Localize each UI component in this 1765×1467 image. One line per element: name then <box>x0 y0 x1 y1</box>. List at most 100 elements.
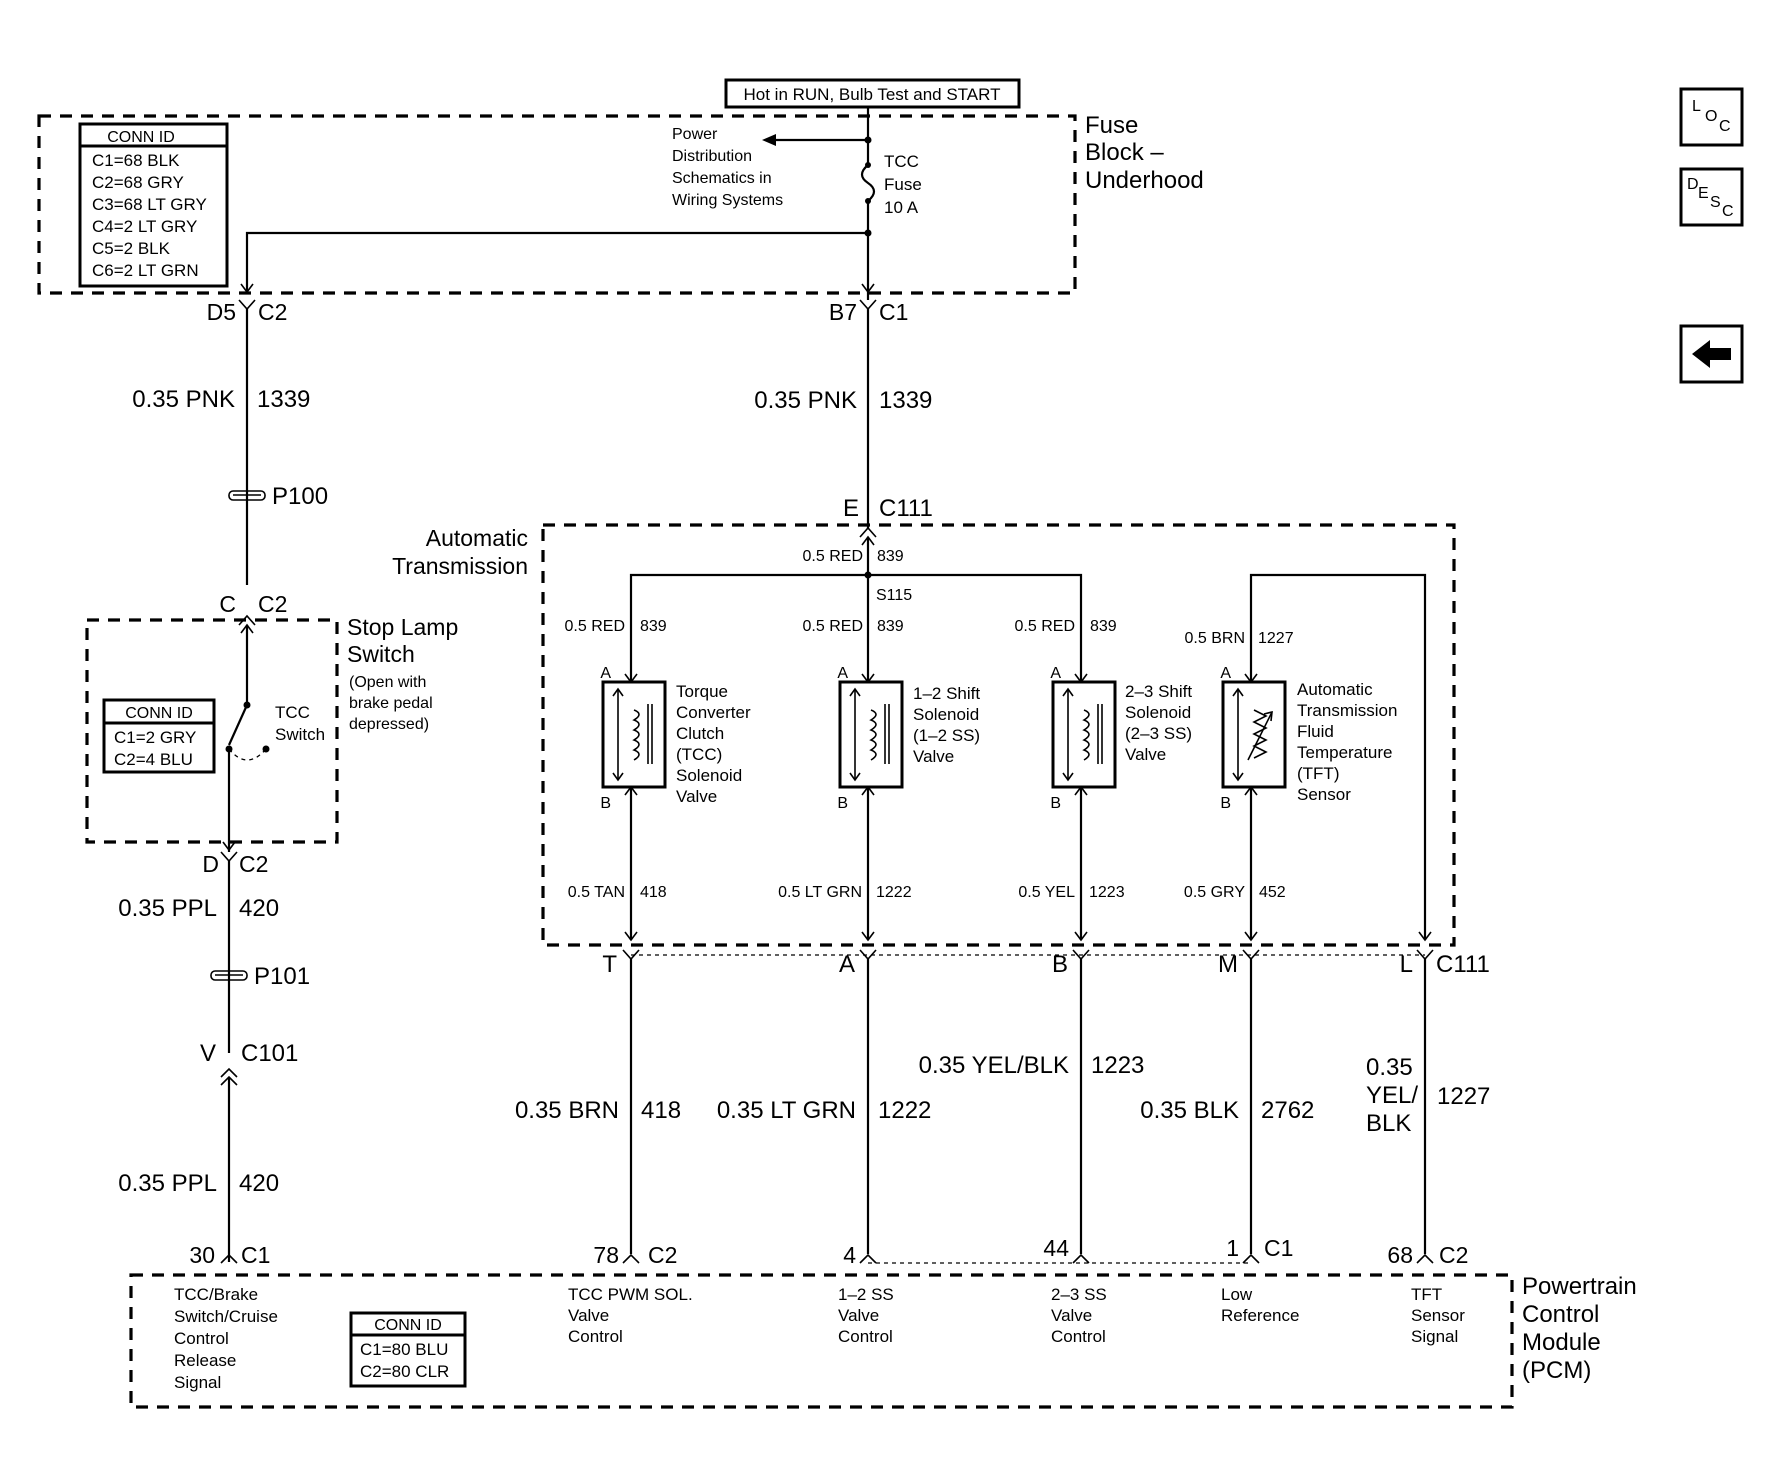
power-ref-line: Distribution <box>672 148 752 165</box>
conn-id-row: C2=4 BLU <box>114 750 193 769</box>
component-label: Automatic <box>1297 680 1373 699</box>
wire-circuit-label: 2762 <box>1261 1097 1314 1124</box>
fuse-label: Fuse <box>884 175 922 194</box>
wire-size-label: 0.35 PNK <box>132 386 235 413</box>
fuse-block-title-2: Block – <box>1085 139 1164 166</box>
connector-label: C2 <box>258 299 287 325</box>
wire-size-label: 0.5 BRN <box>1185 630 1245 647</box>
wire-size-label: 0.5 RED <box>803 548 863 565</box>
wire-circuit-label: 839 <box>877 618 904 635</box>
pcm-function-label: 1–2 SS <box>838 1285 894 1304</box>
pcm-function-label: TCC/Brake <box>174 1285 258 1304</box>
loc-button[interactable]: L O C <box>1679 87 1744 147</box>
desc-button[interactable]: D E S C <box>1679 167 1744 227</box>
wire-size-label: 0.35 YEL/BLK <box>919 1052 1069 1079</box>
conn-id-row: C1=80 BLU <box>360 1340 448 1359</box>
shift-solenoid-2-3 <box>1051 673 1117 796</box>
connector-e-c111-icon <box>859 526 877 538</box>
fuse-block-conn-id: CONN ID C1=68 BLK C2=68 GRY C3=68 LT GRY… <box>78 122 229 288</box>
wire-size-label: 0.5 LT GRN <box>778 884 862 901</box>
pcm-title: (PCM) <box>1522 1357 1591 1384</box>
pin-label: B <box>1220 795 1231 812</box>
wire-circuit-label: 839 <box>1090 618 1117 635</box>
pin-label: B <box>600 795 611 812</box>
connector-label: C1 <box>1264 1235 1293 1261</box>
power-source-box <box>724 78 1021 109</box>
arrow-left-icon <box>1692 340 1731 368</box>
fuse-label: 10 A <box>884 198 919 217</box>
component-label: Converter <box>676 703 751 722</box>
component-label: 1–2 Shift <box>913 684 980 703</box>
loc-letter: O <box>1705 108 1717 125</box>
automatic-transmission-title: Transmission <box>392 553 528 579</box>
pcm-function-label: Reference <box>1221 1306 1299 1325</box>
wire-circuit-label: 1227 <box>1437 1083 1490 1110</box>
wire-circuit-label: 420 <box>239 1170 279 1197</box>
tcc-switch-label: Switch <box>275 725 325 744</box>
wire-size-label: 0.35 PPL <box>118 895 217 922</box>
pin-label: A <box>600 665 611 682</box>
shift-solenoid-1-2 <box>838 673 904 796</box>
wire-size-label: 0.35 PPL <box>118 1170 217 1197</box>
connector-label: C111 <box>879 495 933 522</box>
thermistor-icon <box>1221 680 1287 789</box>
pcm-function-label: Valve <box>568 1306 609 1325</box>
pcm-function-label: Release <box>174 1351 236 1370</box>
loc-letter: L <box>1692 98 1701 115</box>
component-label: Clutch <box>676 724 724 743</box>
component-label: Fluid <box>1297 722 1334 741</box>
connector-label: C2 <box>258 591 287 617</box>
connector-label: C101 <box>241 1040 298 1067</box>
wire-circuit-label: 418 <box>640 884 667 901</box>
connector-label: C2 <box>648 1242 677 1268</box>
wire-size-label: 0.5 RED <box>1015 618 1075 635</box>
component-label: Solenoid <box>676 766 742 785</box>
wire-circuit-label: 1223 <box>1091 1052 1144 1079</box>
power-ref-line: Power <box>672 126 718 143</box>
stop-lamp-switch-note: depressed) <box>349 716 429 733</box>
wire-circuit-label: 1339 <box>257 386 310 413</box>
component-label: (2–3 SS) <box>1125 724 1192 743</box>
wire-size-label: 0.5 RED <box>565 618 625 635</box>
pin-number: 4 <box>843 1242 856 1268</box>
wire-size-label: 0.5 TAN <box>568 884 625 901</box>
conn-id-row: C4=2 LT GRY <box>92 217 197 236</box>
component-label: Valve <box>676 787 717 806</box>
component-label: Transmission <box>1297 701 1397 720</box>
connector-label: V <box>200 1040 216 1067</box>
wire-size-label: 0.5 YEL <box>1018 884 1075 901</box>
splice-label: S115 <box>876 587 912 604</box>
pcm-function-label: Low <box>1221 1285 1253 1304</box>
pcm-connector-icons <box>220 1253 1434 1264</box>
component-label: (1–2 SS) <box>913 726 980 745</box>
component-label: (TCC) <box>676 745 722 764</box>
component-label: Valve <box>1125 745 1166 764</box>
wire-circuit-label: 839 <box>877 548 904 565</box>
component-label: Valve <box>913 747 954 766</box>
tcc-switch-label: TCC <box>275 703 310 722</box>
wire-circuit-label: 452 <box>1259 884 1286 901</box>
wire-size-label: 0.5 GRY <box>1184 884 1245 901</box>
wire-size-label: 0.35 BLK <box>1140 1097 1239 1124</box>
wire-circuit-label: 1227 <box>1258 630 1294 647</box>
connector-label: T <box>602 951 617 978</box>
connector-label: A <box>839 951 855 978</box>
connector-label: M <box>1218 951 1238 978</box>
connector-label: E <box>843 495 859 522</box>
pcm-function-label: 2–3 SS <box>1051 1285 1107 1304</box>
pcm-title: Module <box>1522 1329 1601 1356</box>
pcm-function-label: Control <box>174 1329 229 1348</box>
pcm-function-label: Valve <box>1051 1306 1092 1325</box>
fuse-junction-dot <box>864 136 872 144</box>
component-label: Sensor <box>1297 785 1351 804</box>
connector-label: C1 <box>241 1242 270 1268</box>
pcm-title: Control <box>1522 1301 1599 1328</box>
wire-size-label: 0.35 LT GRN <box>717 1097 856 1124</box>
wire-circuit-label: 1222 <box>878 1097 931 1124</box>
connector-label: C1 <box>879 299 908 325</box>
component-label: Solenoid <box>913 705 979 724</box>
loc-letter: C <box>1719 118 1731 135</box>
back-button[interactable] <box>1679 324 1744 384</box>
tft-sensor <box>1221 673 1287 796</box>
